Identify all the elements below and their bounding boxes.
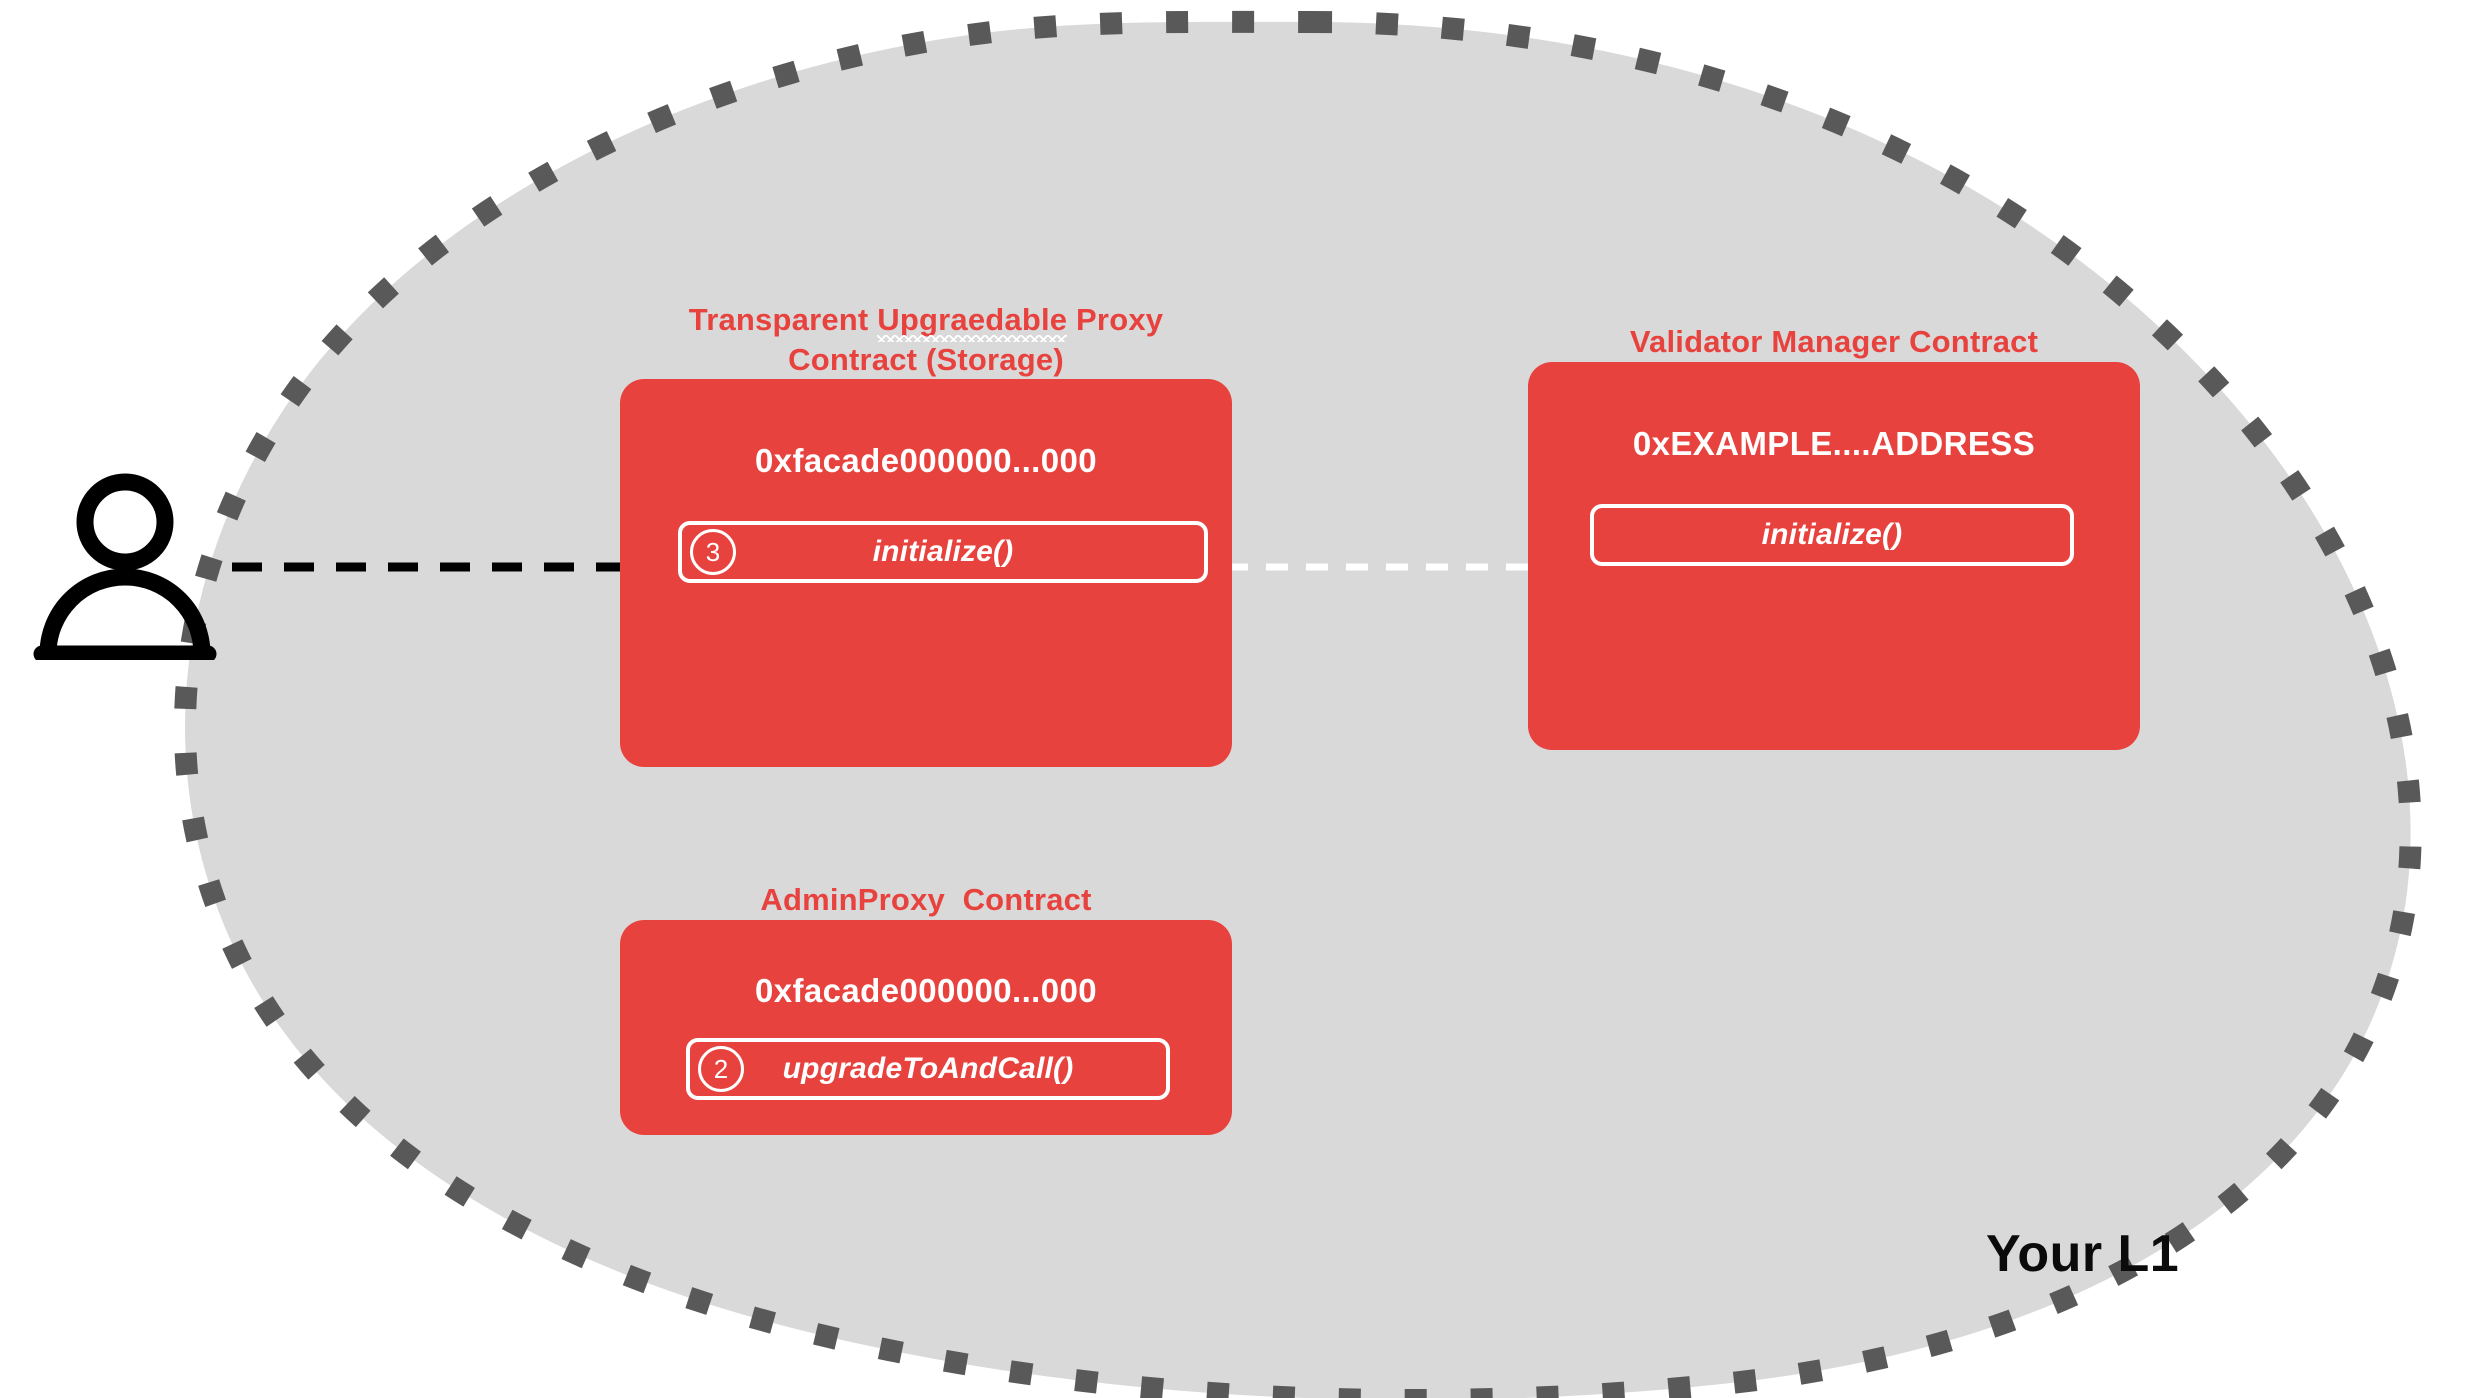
method-label-initialize: initialize() [872,535,1014,569]
contract-address-admin-proxy: 0xfacade000000...000 [755,971,1097,1009]
contract-address-validator: 0xEXAMPLE....ADDRESS [1632,424,2036,462]
step-badge-3: 3 [690,529,736,576]
contract-title-admin-proxy: AdminProxy Contract [760,882,1092,917]
contract-card-admin-proxy[interactable]: 0xfacade000000...000 2 upgradeToAndCall(… [620,919,1232,1135]
contract-card-validator[interactable]: 0xEXAMPLE....ADDRESS initialize() [1528,361,2140,750]
method-label-upgrade-to-and-call: upgradeToAndCall() [782,1051,1074,1085]
user-actor-icon [33,473,217,660]
contract-title-proxy-prefix: Transparent [688,302,878,337]
method-pill-initialize-validator[interactable]: initialize() [1590,503,2074,566]
contract-title-proxy-suffix: Proxy [1067,302,1164,337]
region-label-your-l1: Your L1 [1986,1225,2180,1283]
method-pill-upgrade-to-and-call[interactable]: 2 upgradeToAndCall() [686,1037,1170,1100]
contract-address-proxy: 0xfacade000000...000 [755,442,1097,480]
contract-title-validator: Validator Manager Contract [1629,324,2039,359]
contract-admin-proxy[interactable]: AdminProxy Contract 0xfacade000000...000… [620,880,1232,1135]
contract-card-proxy[interactable]: 0xfacade000000...000 3 initialize() [620,379,1232,768]
method-pill-initialize-proxy[interactable]: 3 initialize() [678,521,1208,584]
contract-validator-manager[interactable]: Validator Manager Contract 0xEXAMPLE....… [1528,322,2140,750]
contract-title-proxy-line2: Contract (Storage) [788,341,1064,377]
contract-title-proxy-misspelled-word: Upgraedable [877,302,1068,337]
method-label-initialize-validator: initialize() [1761,517,1903,551]
step-badge-2: 2 [698,1045,744,1092]
